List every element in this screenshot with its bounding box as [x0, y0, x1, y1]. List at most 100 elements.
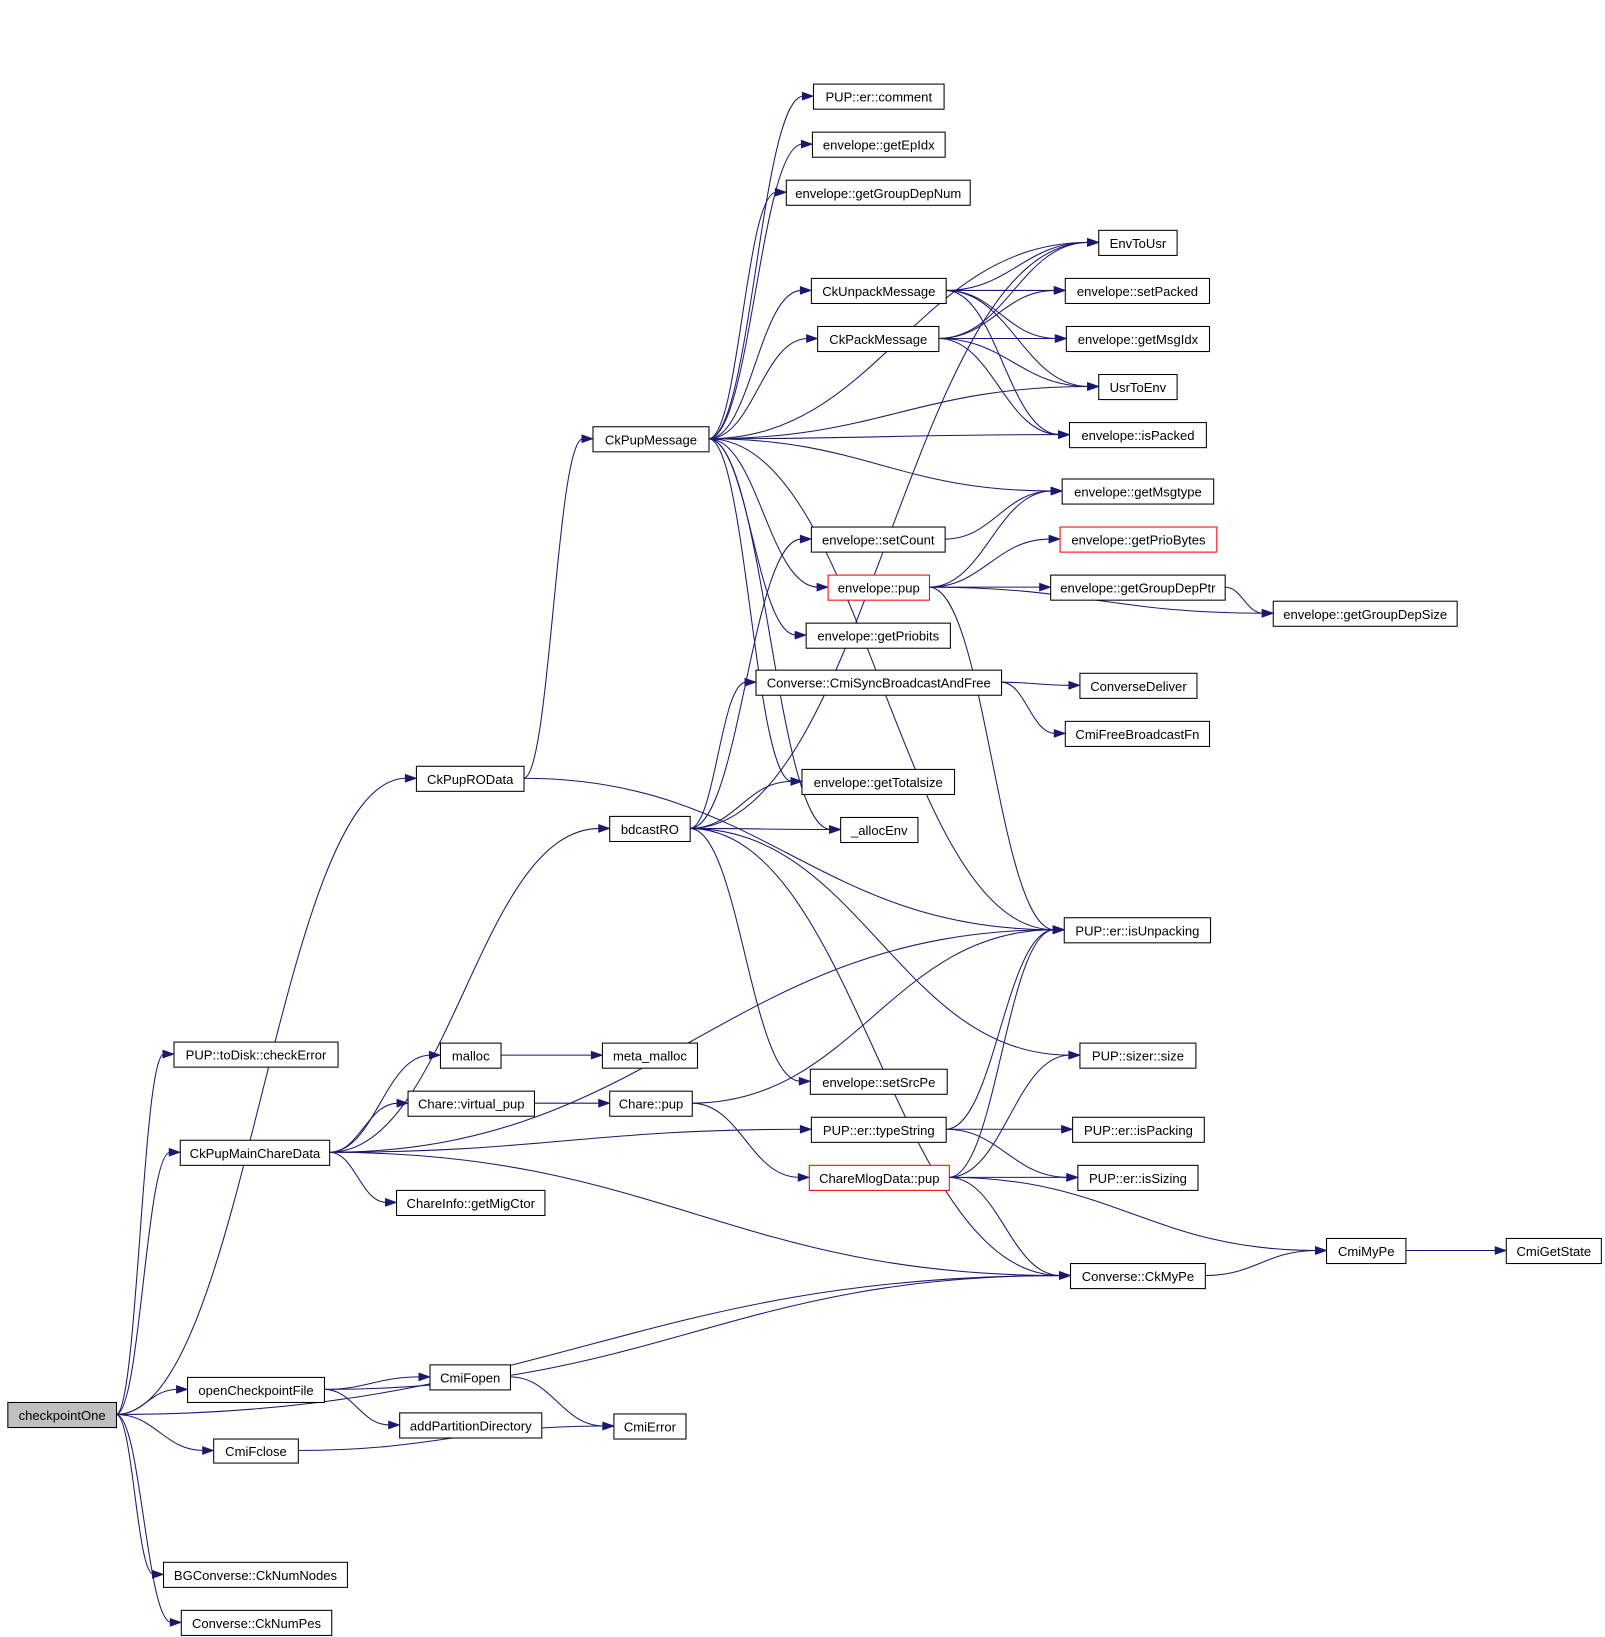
edge-Chare_pup-to-isUnpacking [691, 929, 1055, 1104]
node-setSrcPe[interactable]: envelope::setSrcPe [809, 1068, 948, 1095]
node-box [810, 277, 947, 304]
edge-CkPupMessage-to-UsrToEnv [708, 386, 1089, 440]
node-CkMyPe[interactable]: Converse::CkMyPe [1070, 1263, 1206, 1290]
node-getGroupDepNum[interactable]: envelope::getGroupDepNum [785, 179, 971, 206]
node-label: Converse::CkMyPe [1082, 1269, 1194, 1284]
node-label: CkPupMainChareData [190, 1146, 321, 1161]
node-meta_malloc[interactable]: meta_malloc [601, 1042, 699, 1069]
node-checkError[interactable]: PUP::toDisk::checkError [173, 1041, 339, 1068]
node-box [163, 1561, 348, 1588]
node-CmiGetState[interactable]: CmiGetState [1505, 1237, 1602, 1265]
node-box [809, 1068, 948, 1095]
node-CkNumPes[interactable]: Converse::CkNumPes [180, 1609, 333, 1636]
node-CmiError[interactable]: CmiError [613, 1413, 687, 1440]
edge-CkPupMainChareData-to-virtual_pup [329, 1102, 399, 1153]
edge-checkpointOne-to-CkPupROData [115, 777, 407, 1416]
node-isPacking[interactable]: PUP::er::isPacking [1072, 1116, 1205, 1143]
node-EnvToUsr[interactable]: EnvToUsr [1098, 229, 1178, 256]
node-box [785, 179, 971, 206]
node-addPartitionDirectory[interactable]: addPartitionDirectory [399, 1412, 543, 1439]
node-checkpointOne[interactable]: checkpointOne [7, 1401, 118, 1429]
node-ConverseDeliver[interactable]: ConverseDeliver [1079, 672, 1198, 699]
edge-ChareMlogData_pup-to-isUnpacking [948, 929, 1055, 1178]
edge-CkPupMessage-to-getTotalsize [708, 438, 793, 782]
node-CmiSyncBroadcastAndFree[interactable]: Converse::CmiSyncBroadcastAndFree [755, 669, 1003, 696]
edge-CkUnpackMessage-to-getMsgIdx [945, 289, 1057, 339]
node-label: envelope::isPacked [1081, 428, 1194, 443]
node-box [1064, 277, 1211, 304]
node-CkUnpackMessage[interactable]: CkUnpackMessage [810, 277, 947, 304]
node-box [407, 1090, 535, 1117]
node-box [1505, 1237, 1602, 1265]
edge-checkpointOne-to-CkPupMainChareData [115, 1151, 171, 1416]
node-allocEnv[interactable]: _allocEnv [840, 816, 919, 844]
node-getGroupDepPtr[interactable]: envelope::getGroupDepPtr [1050, 574, 1226, 601]
node-comment[interactable]: PUP::er::comment [812, 83, 945, 110]
node-ChareMlogData_pup[interactable]: ChareMlogData::pup [808, 1164, 950, 1191]
node-isSizing[interactable]: PUP::er::isSizing [1077, 1164, 1199, 1191]
node-label: CmiFclose [225, 1444, 287, 1459]
node-setPacked[interactable]: envelope::setPacked [1064, 277, 1211, 304]
node-CmiFreeBroadcastFn[interactable]: CmiFreeBroadcastFn [1064, 720, 1211, 747]
node-box [179, 1139, 331, 1166]
node-label: envelope::getMsgtype [1074, 485, 1202, 500]
node-virtual_pup[interactable]: Chare::virtual_pup [407, 1090, 535, 1117]
node-label: bdcastRO [621, 822, 679, 837]
edge-CmiFopen-to-CmiError [509, 1376, 604, 1427]
node-label: PUP::er::isPacking [1084, 1123, 1193, 1138]
edge-env_pup-to-isUnpacking [928, 586, 1055, 931]
node-CmiFclose[interactable]: CmiFclose [213, 1438, 299, 1464]
node-UsrToEnv[interactable]: UsrToEnv [1098, 373, 1178, 401]
edge-CkPackMessage-to-setPacked [938, 289, 1056, 339]
arrowhead-icon [176, 1385, 189, 1394]
node-getPriobits[interactable]: envelope::getPriobits [805, 622, 951, 649]
node-label: UsrToEnv [1110, 380, 1167, 395]
node-typeString[interactable]: PUP::er::typeString [810, 1116, 947, 1143]
node-setCount[interactable]: envelope::setCount [810, 526, 946, 553]
node-malloc[interactable]: malloc [439, 1042, 502, 1069]
node-getMsgIdx[interactable]: envelope::getMsgIdx [1065, 325, 1211, 353]
edge-CkUnpackMessage-to-isPacked [945, 289, 1060, 436]
arrowhead-icon [1057, 430, 1071, 439]
node-env_pup[interactable]: envelope::pup [827, 574, 930, 601]
node-CmiMyPe[interactable]: CmiMyPe [1326, 1237, 1407, 1265]
node-label: EnvToUsr [1110, 236, 1167, 251]
node-getGroupDepSize[interactable]: envelope::getGroupDepSize [1272, 600, 1458, 627]
node-getTotalsize[interactable]: envelope::getTotalsize [801, 768, 956, 795]
node-getMigCtor[interactable]: ChareInfo::getMigCtor [396, 1189, 546, 1216]
arrowhead-icon [799, 534, 813, 544]
node-label: envelope::setCount [822, 533, 935, 548]
node-label: _allocEnv [850, 823, 908, 838]
node-CkNumNodes[interactable]: BGConverse::CkNumNodes [163, 1561, 348, 1588]
edge-Chare_pup-to-ChareMlogData_pup [691, 1102, 800, 1178]
node-isPacked[interactable]: envelope::isPacked [1068, 422, 1207, 449]
node-Chare_pup[interactable]: Chare::pup [609, 1090, 693, 1117]
arrowhead-icon [388, 1420, 401, 1430]
node-getPrioBytes[interactable]: envelope::getPrioBytes [1059, 526, 1218, 553]
node-box [399, 1412, 543, 1439]
node-CkPupMainChareData[interactable]: CkPupMainChareData [179, 1139, 331, 1166]
node-label: CmiGetState [1516, 1244, 1591, 1259]
arrowhead-icon [799, 1124, 813, 1134]
node-label: PUP::er::comment [825, 90, 932, 105]
node-box [601, 1042, 699, 1069]
node-label: CkPupROData [427, 772, 514, 787]
node-CkPackMessage[interactable]: CkPackMessage [817, 325, 940, 353]
node-box [213, 1438, 299, 1464]
node-label: envelope::getGroupDepSize [1283, 607, 1447, 622]
node-bdcastRO[interactable]: bdcastRO [609, 815, 691, 843]
edge-typeString-to-isUnpacking [945, 929, 1055, 1130]
node-label: envelope::setSrcPe [822, 1075, 935, 1090]
node-getMsgtype[interactable]: envelope::getMsgtype [1061, 478, 1215, 505]
node-isUnpacking[interactable]: PUP::er::isUnpacking [1063, 917, 1212, 944]
edge-CkPupMessage-to-allocEnv [708, 438, 831, 830]
node-CkPupROData[interactable]: CkPupROData [415, 765, 525, 792]
node-box [755, 669, 1003, 696]
node-openCheckpointFile[interactable]: openCheckpointFile [187, 1376, 325, 1403]
node-getEpIdx[interactable]: envelope::getEpIdx [811, 131, 946, 158]
node-sizer_size[interactable]: PUP::sizer::size [1079, 1042, 1197, 1069]
node-label: BGConverse::CkNumNodes [174, 1568, 338, 1583]
node-CmiFopen[interactable]: CmiFopen [429, 1364, 511, 1391]
node-CkPupMessage[interactable]: CkPupMessage [592, 426, 710, 453]
nodes-layer: checkpointOnePUP::toDisk::checkErrorCkPu… [7, 83, 1602, 1636]
